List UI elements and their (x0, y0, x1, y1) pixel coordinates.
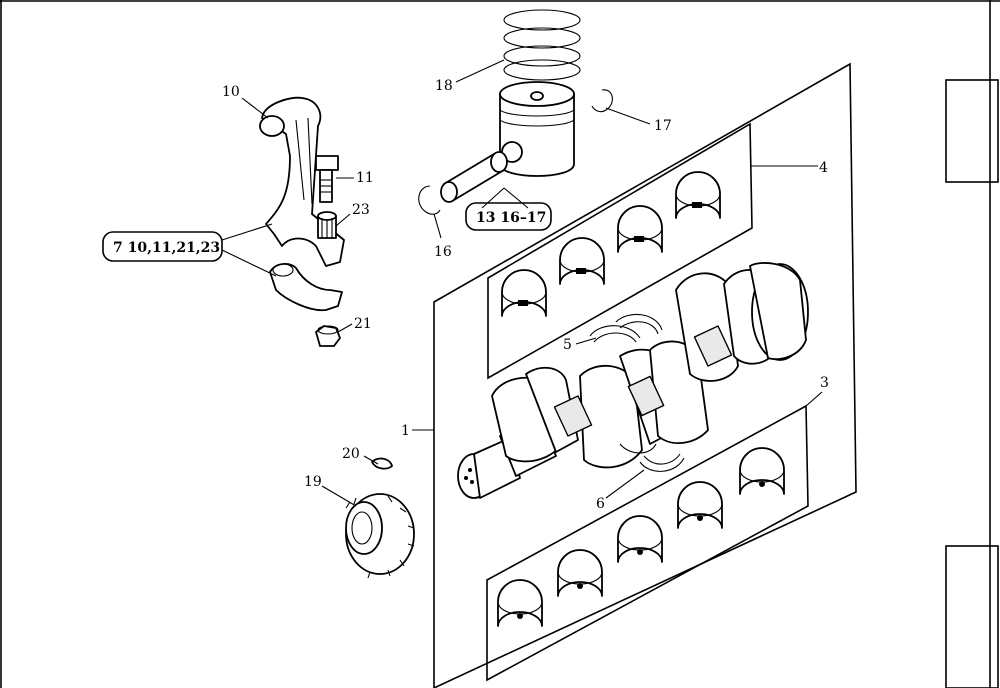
piston (499, 81, 575, 177)
kit-badge-rod: 7 10,11,21,23 (102, 231, 223, 262)
callout-17: 17 (654, 118, 672, 134)
callout-6: 6 (596, 496, 605, 512)
connecting-rod (259, 96, 345, 312)
kit-label-piston: 13 16–17 (476, 210, 546, 226)
callout-labels: 10 11 23 21 18 17 16 4 5 6 1 3 20 19 (222, 78, 829, 512)
crankshaft-assembly-outline (433, 62, 857, 688)
callout-19: 19 (304, 474, 322, 490)
timing-gear (345, 493, 415, 579)
piston-pin (440, 151, 508, 203)
main-bearing-upper-panel (487, 122, 753, 380)
main-bearing-lower-panel (486, 404, 809, 682)
callout-23: 23 (352, 202, 370, 218)
thrust-washers (589, 313, 685, 472)
callout-11: 11 (356, 170, 374, 186)
callout-3: 3 (820, 375, 829, 391)
callout-1: 1 (401, 423, 410, 439)
callout-10: 10 (222, 84, 240, 100)
woodruff-key (371, 457, 393, 470)
rod-nut (315, 325, 341, 347)
callout-5: 5 (563, 337, 572, 353)
leader-lines (221, 59, 823, 507)
callout-18: 18 (435, 78, 453, 94)
kit-label-rod: 7 10,11,21,23 (113, 240, 220, 256)
callout-16: 16 (434, 244, 452, 260)
circlip-17 (591, 89, 613, 113)
circlip-16 (418, 185, 441, 215)
crankshaft (457, 262, 809, 499)
callout-20: 20 (342, 446, 360, 462)
callout-4: 4 (819, 160, 828, 176)
small-end-bushing (317, 211, 337, 239)
bearing-shells-lower (497, 447, 785, 627)
bearing-shells-upper (501, 171, 721, 317)
piston-rings (503, 9, 581, 81)
kit-badge-piston: 13 16–17 (465, 202, 552, 231)
callout-21: 21 (354, 316, 372, 332)
rod-bolt (315, 155, 339, 203)
